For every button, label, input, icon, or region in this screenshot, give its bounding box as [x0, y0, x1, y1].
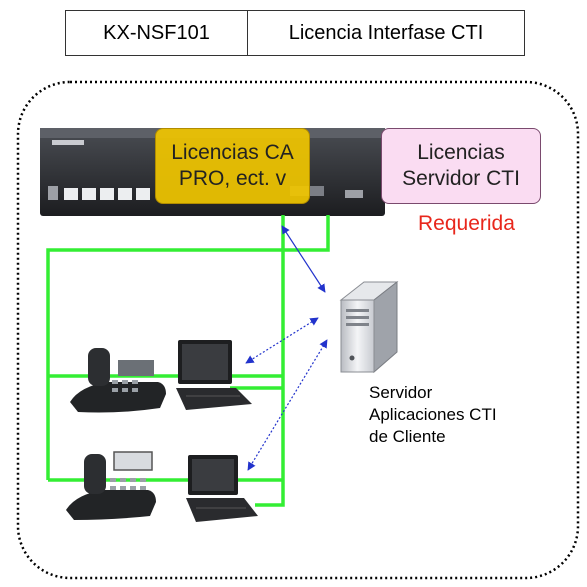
server-licenses-line1: Licencias: [417, 141, 505, 164]
desk-phone-icon: [70, 348, 166, 413]
laptop-icon: [176, 340, 252, 410]
pbx-licenses-line1: Licencias CA: [171, 141, 294, 164]
model-label: KX-NSF101: [65, 10, 248, 56]
license-description-label: Licencia Interfase CTI: [247, 10, 525, 56]
required-label: Requerida: [418, 212, 515, 235]
server-icon: [339, 280, 399, 374]
pbx-licenses-box: Licencias CA PRO, ect. v: [155, 128, 310, 204]
server-caption: Servidor Aplicaciones CTI de Cliente: [369, 382, 497, 448]
network-lines: [46, 215, 330, 507]
server-licenses-line2: Servidor CTI: [402, 167, 520, 190]
connection-arrows: [245, 225, 328, 471]
server-caption-line3: de Cliente: [369, 427, 446, 446]
laptop-icon: [186, 455, 258, 522]
pbx-licenses-line2: PRO, ect. v: [178, 167, 287, 190]
server-licenses-box: Licencias Servidor CTI: [381, 128, 541, 204]
desk-phone-icon: [66, 451, 156, 520]
server-caption-line1: Servidor: [369, 383, 433, 402]
server-caption-line2: Aplicaciones CTI: [369, 405, 497, 424]
